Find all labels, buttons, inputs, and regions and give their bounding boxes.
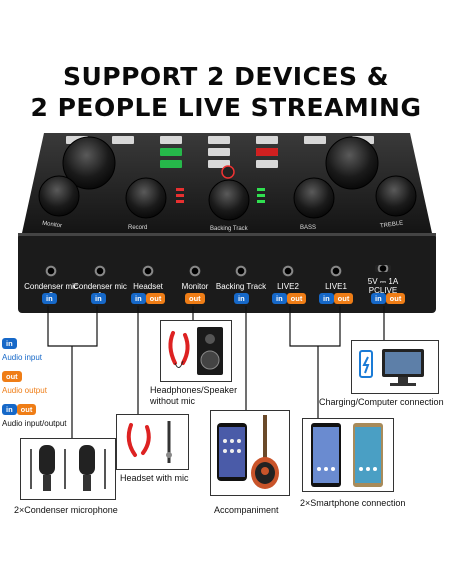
tags-backing-track: in [234,293,249,305]
charging-computer-box [351,340,439,394]
device-label-record: Record [128,225,148,231]
speaker-headphones-box [160,320,232,382]
tags-monitor: out [185,293,205,305]
tags-condenser-mic-1: in [91,293,106,305]
accompaniment-box [210,410,290,496]
in-tag: in [131,293,146,304]
port-monitor: Monitor [168,265,222,291]
caption-smartphone: 2×Smartphone connection [300,498,406,508]
headset-box [116,414,189,470]
out-tag: out [145,293,166,304]
microphones-box [20,438,116,500]
in-tag: in [234,293,249,304]
microphone-icon [30,445,106,491]
jack-icon [94,265,106,277]
tags-condenser-mic-2: in [42,293,57,305]
usb-port-icon [375,265,391,272]
caption-mics: 2×Condenser microphone [14,505,118,515]
legend-audio-output: out Audio output [2,371,47,395]
headline-line-1: SUPPORT 2 DEVICES & [62,62,390,91]
port-live2: LIVE2 [261,265,315,291]
out-tag: out [385,293,406,304]
legend-audio-input: in Audio input [2,338,43,362]
port-live1: LIVE1 [309,265,363,291]
out-tag: out [286,293,307,304]
jack-icon [45,265,57,277]
in-tag: in [91,293,106,304]
out-tag: out [333,293,354,304]
in-tag: in [42,293,57,304]
out-tag: out [16,404,37,415]
jack-icon [189,265,201,277]
out-tag: out [185,293,205,304]
in-tag: in [2,404,17,415]
caption-charging: Charging/Computer connection [319,397,444,407]
port-backing-track: Backing Track [214,265,268,291]
in-tag: in [371,293,386,304]
port-pclive: 5V ⎓ 1A PCLIVE [356,265,410,295]
in-tag: in [2,338,17,349]
device-label-backing-track: Backing Track [210,226,248,232]
jack-icon [330,265,342,277]
speaker-icon [168,327,223,375]
computer-icon [359,349,424,386]
jack-icon [142,265,154,277]
out-tag: out [2,371,22,382]
port-headset: Headset [121,265,175,291]
in-tag: in [272,293,287,304]
in-tag: in [319,293,334,304]
caption-speaker: Headphones/Speaker without mic [150,385,238,406]
headline-line-2: 2 PEOPLE LIVE STREAMING [30,93,422,122]
jack-icon [235,265,247,277]
smartphone-icon [311,423,383,487]
caption-accompaniment: Accompaniment [214,505,279,515]
caption-headset: Headset with mic [120,473,189,483]
headset-icon [126,421,172,463]
phone-guitar-icon [217,415,279,489]
smartphone-box [302,418,394,492]
device-label-bass: BASS [300,225,317,231]
jack-icon [282,265,294,277]
